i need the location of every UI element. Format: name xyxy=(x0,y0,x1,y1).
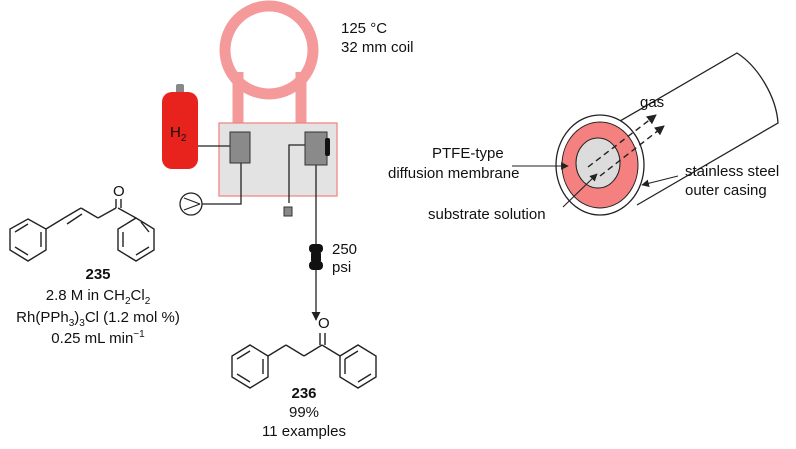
yield-label: 99% xyxy=(288,404,320,421)
tubing xyxy=(198,144,321,321)
examples-label: 11 examples xyxy=(262,423,346,440)
pump-icon xyxy=(179,192,203,216)
carbonyl-oxygen-236: O xyxy=(318,315,330,332)
gas-inlet-module xyxy=(229,131,251,164)
concentration-label: 2.8 M in CH2Cl2 xyxy=(45,287,151,307)
compound-235-structure xyxy=(9,199,155,262)
outlet-connector xyxy=(325,138,330,156)
sensor-chip xyxy=(283,206,293,217)
compound-236-structure xyxy=(231,333,377,389)
reactor-coil xyxy=(219,0,319,133)
compound-235-number: 235 xyxy=(85,266,111,283)
tube-cross-section xyxy=(555,52,779,216)
catalyst-label: Rh(PPh3)3Cl (1.2 mol %) xyxy=(16,309,180,329)
h2-cylinder xyxy=(162,84,198,169)
flow-rate-label: 0.25 mL min−1 xyxy=(51,329,145,348)
casing-label-line1: stainless steel xyxy=(685,163,780,180)
substrate-label: substrate solution xyxy=(428,206,546,223)
membrane-label-line2: diffusion membrane xyxy=(388,165,520,182)
membrane-label-line1: PTFE-type xyxy=(432,145,504,162)
coil-temperature-label: 125 °C xyxy=(341,20,388,37)
coil-size-label: 32 mm coil xyxy=(341,39,414,56)
h2-label: H2 xyxy=(170,124,187,144)
casing-label-line2: outer casing xyxy=(685,182,767,199)
bpr-value-label: 250 xyxy=(332,241,358,258)
carbonyl-oxygen-235: O xyxy=(113,183,125,200)
gas-outlet-module xyxy=(304,131,328,166)
gas-label: gas xyxy=(640,94,665,111)
substrate-core xyxy=(575,137,621,189)
back-pressure-regulator xyxy=(309,244,323,270)
compound-236-number: 236 xyxy=(291,385,317,402)
leader-lines xyxy=(512,162,679,208)
bpr-unit-label: psi xyxy=(332,259,352,276)
